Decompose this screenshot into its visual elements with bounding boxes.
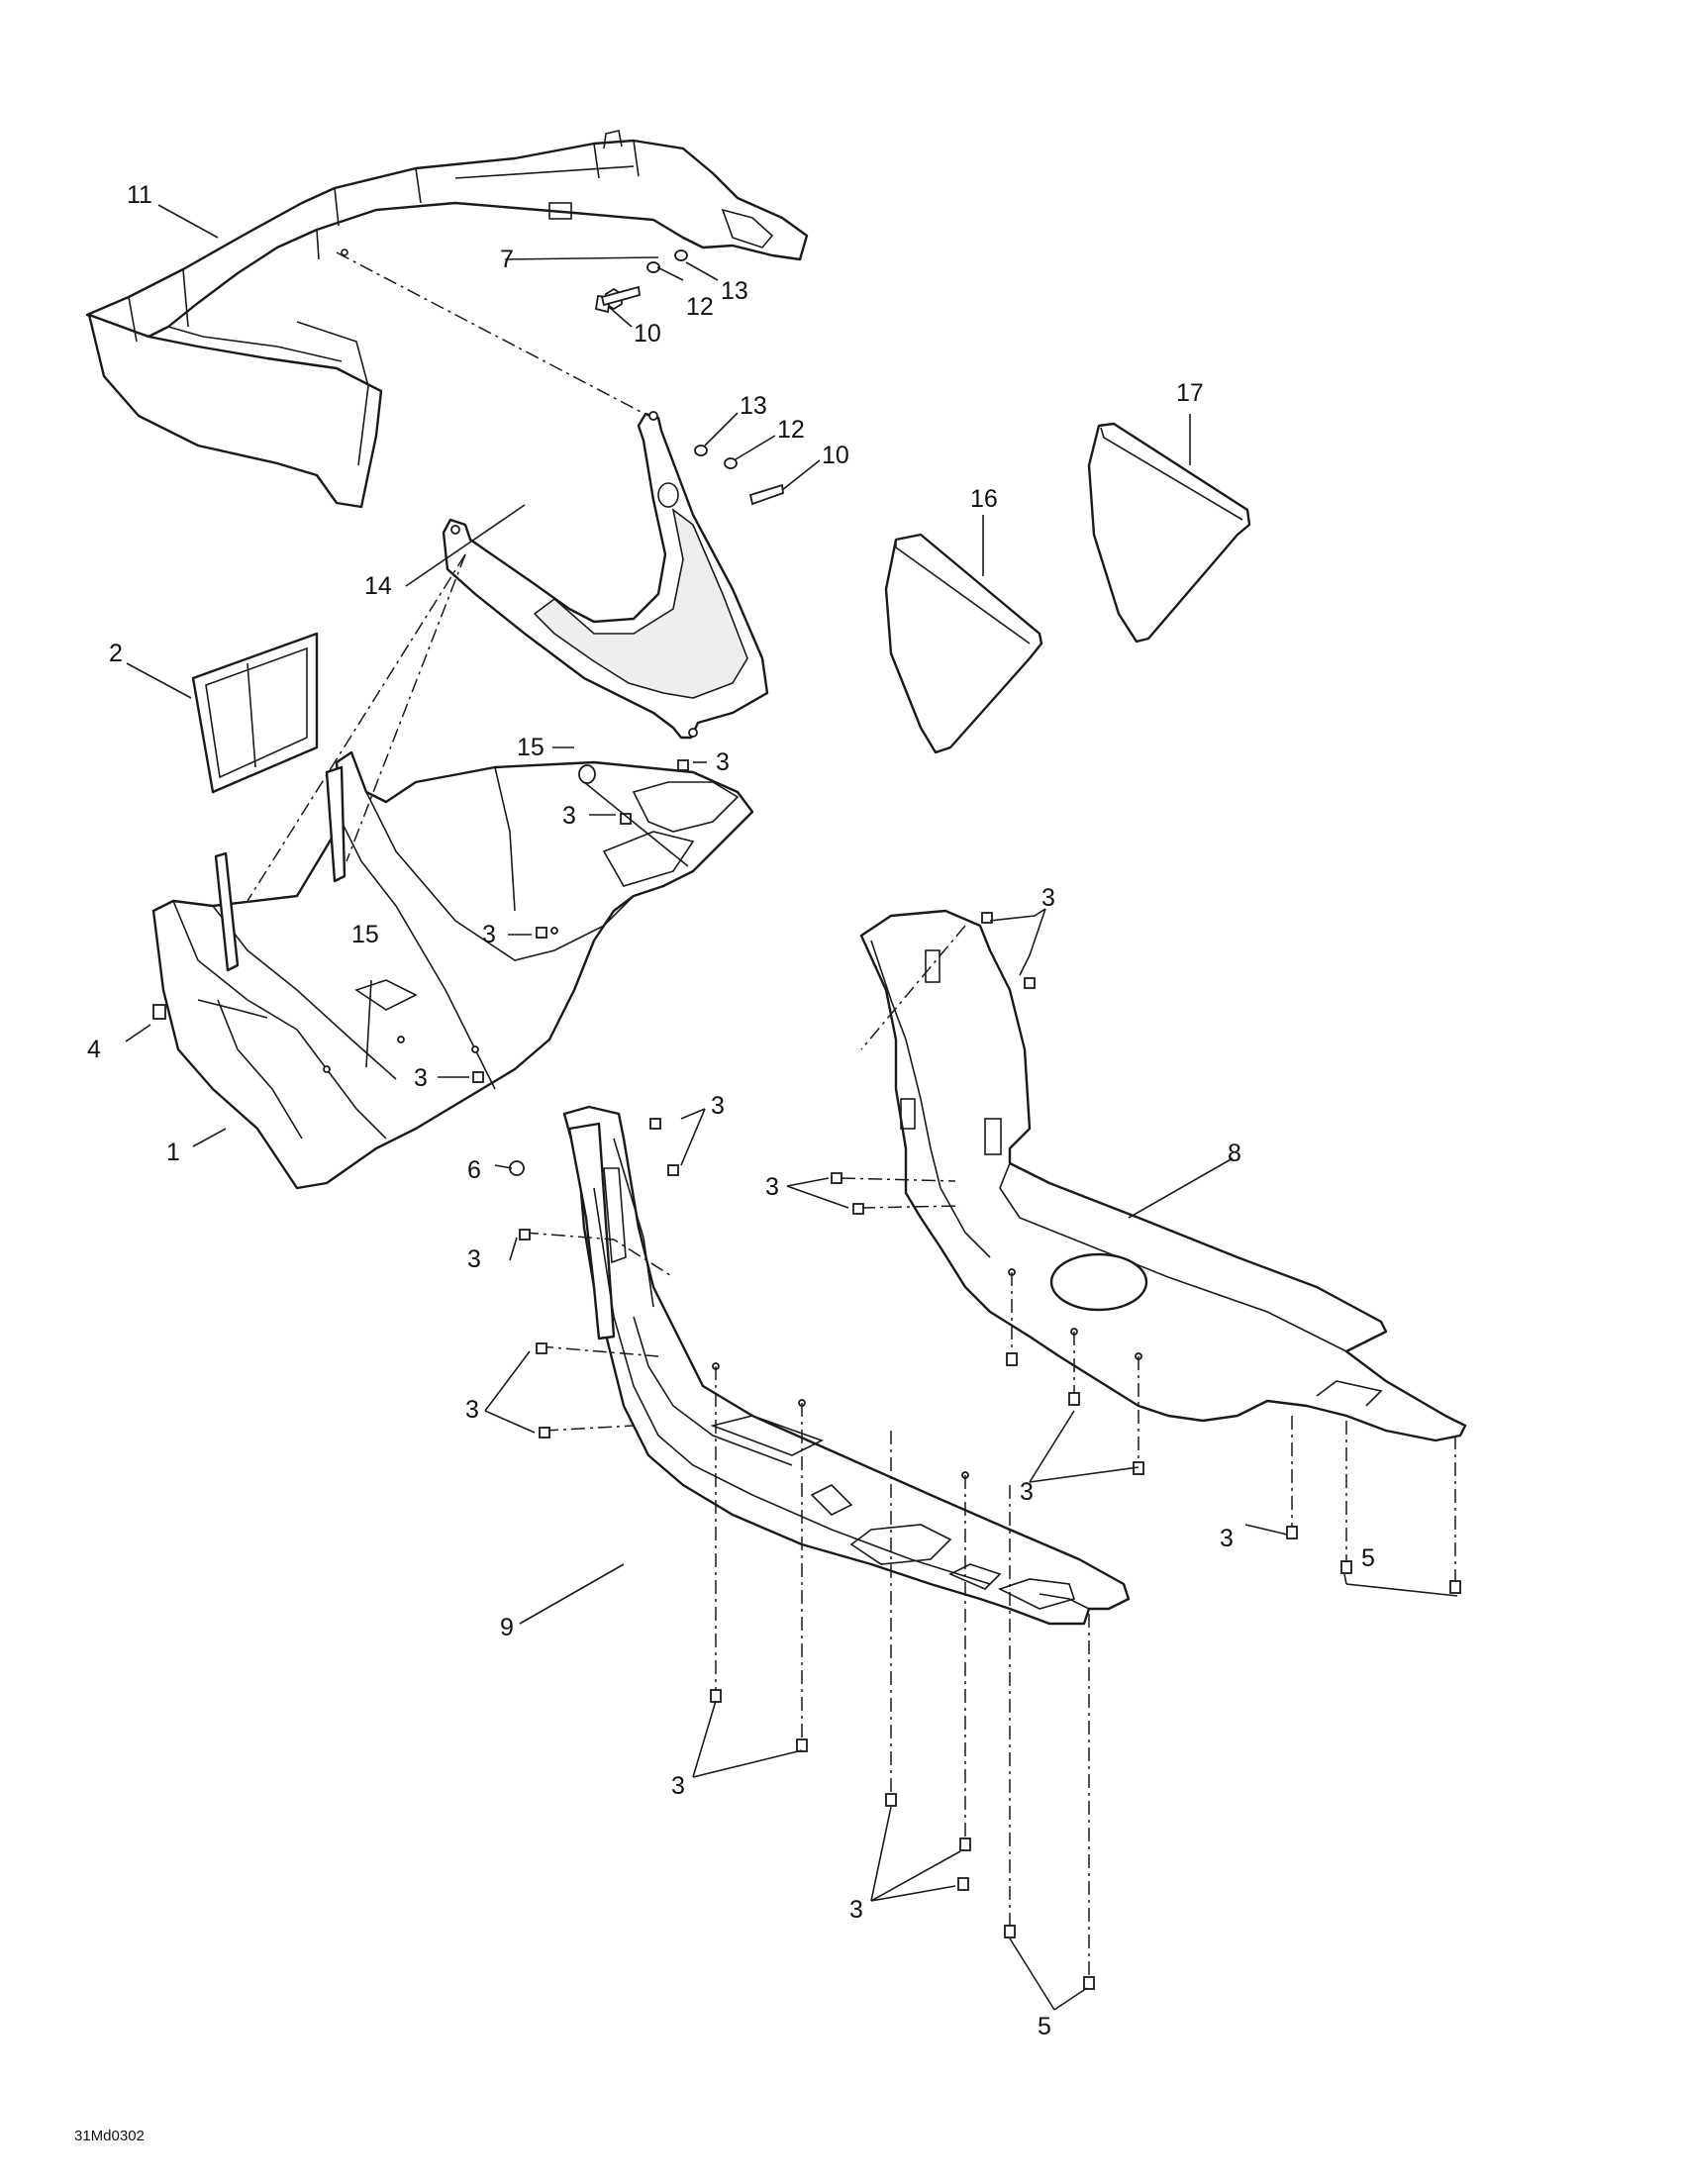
callout-15b: 15 bbox=[351, 921, 379, 948]
leader-lines bbox=[125, 204, 1458, 2011]
callout-3d: 3 bbox=[414, 1064, 428, 1092]
part-16-panel bbox=[884, 533, 1043, 754]
part-9-lower-trim bbox=[562, 1105, 1131, 1626]
callout-3i: 3 bbox=[465, 1396, 479, 1424]
callout-11: 11 bbox=[127, 181, 152, 209]
assembly-lines bbox=[247, 251, 1456, 1980]
fasteners bbox=[152, 249, 1461, 1990]
callout-7: 7 bbox=[500, 246, 514, 273]
callout-3b: 3 bbox=[562, 802, 576, 830]
part-17-panel bbox=[1087, 422, 1251, 644]
callout-2: 2 bbox=[109, 640, 123, 667]
callout-13b: 13 bbox=[740, 392, 767, 420]
callout-12: 12 bbox=[686, 293, 714, 321]
callout-10b: 10 bbox=[822, 442, 849, 469]
callout-16: 16 bbox=[970, 485, 998, 513]
callout-3h: 3 bbox=[467, 1245, 481, 1273]
figure-code: 31Md0302 bbox=[74, 2128, 145, 2144]
callout-3l: 3 bbox=[671, 1772, 685, 1800]
callout-3f: 3 bbox=[711, 1092, 725, 1120]
callout-3c: 3 bbox=[482, 921, 496, 948]
callouts: 11 7 13 12 10 13 12 10 17 16 14 2 15 3 3… bbox=[87, 181, 1375, 2040]
part-11-upper-frame bbox=[85, 130, 809, 509]
callout-5a: 5 bbox=[1361, 1544, 1375, 1572]
callout-12b: 12 bbox=[777, 416, 805, 444]
callout-15: 15 bbox=[517, 734, 544, 761]
callout-3m: 3 bbox=[849, 1896, 863, 1924]
callout-3a: 3 bbox=[716, 748, 730, 776]
callout-3g: 3 bbox=[765, 1173, 779, 1201]
callout-1: 1 bbox=[166, 1139, 180, 1166]
callout-9: 9 bbox=[500, 1614, 514, 1641]
callout-3j: 3 bbox=[1020, 1478, 1034, 1506]
callout-13: 13 bbox=[721, 277, 748, 305]
part-8-right-panel bbox=[859, 909, 1467, 1442]
callout-14: 14 bbox=[364, 572, 392, 600]
callout-10: 10 bbox=[634, 320, 661, 347]
callout-5b: 5 bbox=[1038, 2013, 1051, 2040]
callout-3k: 3 bbox=[1220, 1525, 1234, 1552]
part-14-center-bracket bbox=[442, 411, 769, 740]
callout-4: 4 bbox=[87, 1036, 101, 1063]
callout-8: 8 bbox=[1228, 1140, 1241, 1167]
part-2-decal bbox=[191, 632, 319, 794]
callout-6: 6 bbox=[467, 1156, 481, 1184]
callout-3e: 3 bbox=[1041, 884, 1055, 912]
callout-17: 17 bbox=[1176, 379, 1204, 407]
part-1-lower-body bbox=[151, 750, 754, 1190]
